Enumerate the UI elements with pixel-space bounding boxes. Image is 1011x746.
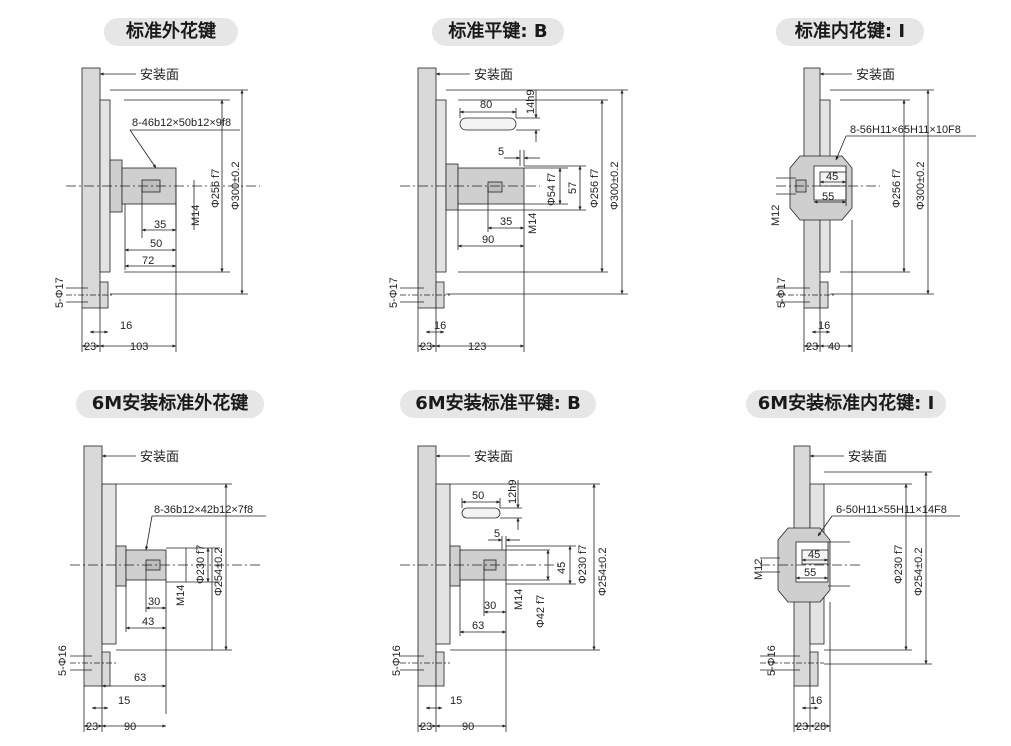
holes-label-6: 5-Φ16 bbox=[766, 645, 778, 676]
mount-face-label-2: 安装面 bbox=[474, 67, 513, 82]
diagram-6m-external-spline bbox=[70, 445, 266, 732]
dia-256: Φ256 f7 bbox=[210, 169, 222, 208]
dim-103: 103 bbox=[130, 341, 148, 353]
height-57: 57 bbox=[567, 182, 579, 194]
dim-35: 35 bbox=[154, 219, 166, 231]
spline-spec-6: 6-50H11×55H11×14F8 bbox=[836, 504, 947, 516]
dim-63-5: 63 bbox=[472, 620, 484, 632]
dim-55: 55 bbox=[822, 191, 834, 203]
dim-23-5: 23 bbox=[420, 721, 432, 733]
spline-spec-4: 8-36b12×42b12×7f8 bbox=[154, 504, 253, 516]
key-length: 80 bbox=[480, 99, 492, 111]
key-width: 14h9 bbox=[525, 90, 537, 114]
dim-15-5: 15 bbox=[450, 695, 462, 707]
dim-72: 72 bbox=[142, 255, 154, 267]
key-length-5: 50 bbox=[472, 490, 484, 502]
dim-15: 15 bbox=[118, 695, 130, 707]
diagram-6-labels: 安装面 6-50H11×55H11×14F8 45 55 Φ230 f7 Φ25… bbox=[753, 449, 947, 733]
diagram-3-labels: 安装面 8-56H11×65H11×10F8 45 55 Φ256 f7 Φ30… bbox=[770, 67, 961, 353]
title-6m-flat-key: 6M安装标准平键: B bbox=[400, 390, 596, 418]
mount-face-label-3: 安装面 bbox=[856, 67, 895, 82]
dim-50: 50 bbox=[150, 238, 162, 250]
dia-54: Φ54 f7 bbox=[546, 173, 558, 206]
mount-face-label-5: 安装面 bbox=[474, 449, 513, 464]
dim-5-5: 5 bbox=[494, 528, 500, 540]
dim-90-4: 90 bbox=[124, 721, 136, 733]
dim-16-3: 16 bbox=[818, 320, 830, 332]
thread-m14-5: M14 bbox=[513, 589, 525, 610]
dim-40: 40 bbox=[828, 341, 840, 353]
dim-23-6: 23 bbox=[796, 721, 808, 733]
diagram-6m-internal-spline bbox=[760, 445, 960, 732]
dim-45: 45 bbox=[826, 171, 838, 183]
diagram-standard-external-spline bbox=[66, 67, 260, 352]
dim-90: 90 bbox=[482, 234, 494, 246]
dim-23-2: 23 bbox=[420, 341, 432, 353]
title-6m-external-spline: 6M安装标准外花键 bbox=[76, 390, 264, 418]
dia-256-3: Φ256 f7 bbox=[891, 169, 903, 208]
title-standard-external-spline: 标准外花键 bbox=[104, 18, 238, 46]
thread-m12-6: M12 bbox=[753, 559, 765, 580]
dia-254-5: Φ254±0.2 bbox=[597, 548, 609, 596]
dia-300: Φ300±0.2 bbox=[230, 162, 242, 210]
diagram-4-labels: 安装面 8-36b12×42b12×7f8 Φ230 f7 Φ254±0.2 M… bbox=[57, 449, 253, 733]
title-6m-internal-spline: 6M安装标准内花键: I bbox=[746, 390, 946, 418]
dia-230-6: Φ230 f7 bbox=[893, 545, 905, 584]
dim-45-6: 45 bbox=[808, 549, 820, 561]
title-standard-internal-spline: 标准内花键: I bbox=[776, 18, 924, 46]
holes-label-3: 5-Φ17 bbox=[776, 277, 788, 308]
dim-16-6: 16 bbox=[810, 695, 822, 707]
dia-256-2: Φ256 f7 bbox=[589, 169, 601, 208]
dim-23-4: 23 bbox=[86, 721, 98, 733]
dim-5: 5 bbox=[498, 146, 504, 158]
diagram-standard-flat-key bbox=[400, 67, 628, 352]
thread-m14-2: M14 bbox=[527, 213, 539, 234]
spline-spec-3: 8-56H11×65H11×10F8 bbox=[850, 124, 961, 136]
dim-55-6: 55 bbox=[804, 567, 816, 579]
dim-43: 43 bbox=[142, 616, 154, 628]
mount-face-label-4: 安装面 bbox=[140, 449, 179, 464]
dia-42: Φ42 f7 bbox=[535, 595, 547, 628]
dim-123: 123 bbox=[468, 341, 486, 353]
key-width-5: 12h9 bbox=[507, 480, 519, 504]
dim-23: 23 bbox=[84, 341, 96, 353]
holes-label-4: 5-Φ16 bbox=[57, 645, 69, 676]
spline-spec: 8-46b12×50b12×9f8 bbox=[132, 117, 231, 129]
title-standard-flat-key: 标准平键: B bbox=[432, 18, 564, 46]
diagram-standard-internal-spline bbox=[776, 67, 976, 352]
diagram-5-labels: 安装面 50 12h9 5 45 Φ42 f7 Φ230 f7 Φ254±0.2… bbox=[391, 449, 609, 733]
dim-90-5: 90 bbox=[462, 721, 474, 733]
diagram-6m-flat-key bbox=[400, 445, 600, 732]
dia-300-2: Φ300±0.2 bbox=[609, 162, 621, 210]
dim-16-2: 16 bbox=[434, 320, 446, 332]
dia-254: Φ254±0.2 bbox=[213, 548, 225, 596]
dim-23-3: 23 bbox=[806, 341, 818, 353]
diagram-1-labels: 安装面 8-46b12×50b12×9f8 Φ256 f7 Φ300±0.2 M… bbox=[54, 67, 242, 353]
dim-16: 16 bbox=[120, 320, 132, 332]
dia-254-6: Φ254±0.2 bbox=[913, 548, 925, 596]
holes-label-2: 5-Φ17 bbox=[388, 277, 400, 308]
dim-28: 28 bbox=[814, 721, 826, 733]
thread-m12: M12 bbox=[770, 205, 782, 226]
thread-m14-4: M14 bbox=[175, 585, 187, 606]
dia-300-3: Φ300±0.2 bbox=[915, 162, 927, 210]
dim-35-2: 35 bbox=[500, 216, 512, 228]
dim-30-5: 30 bbox=[484, 600, 496, 612]
holes-label-5: 5-Φ16 bbox=[391, 645, 403, 676]
mount-face-label-6: 安装面 bbox=[848, 449, 887, 464]
dim-63: 63 bbox=[134, 672, 146, 684]
mount-face-label: 安装面 bbox=[140, 67, 179, 82]
dim-30: 30 bbox=[148, 596, 160, 608]
diagram-2-labels: 安装面 80 14h9 5 Φ54 f7 57 Φ256 f7 Φ300±0.2… bbox=[388, 67, 621, 353]
dia-230: Φ230 f7 bbox=[195, 545, 207, 584]
holes-label: 5-Φ17 bbox=[54, 277, 66, 308]
dia-230-5: Φ230 f7 bbox=[577, 545, 589, 584]
height-45: 45 bbox=[556, 562, 568, 574]
thread-m14: M14 bbox=[190, 205, 202, 226]
